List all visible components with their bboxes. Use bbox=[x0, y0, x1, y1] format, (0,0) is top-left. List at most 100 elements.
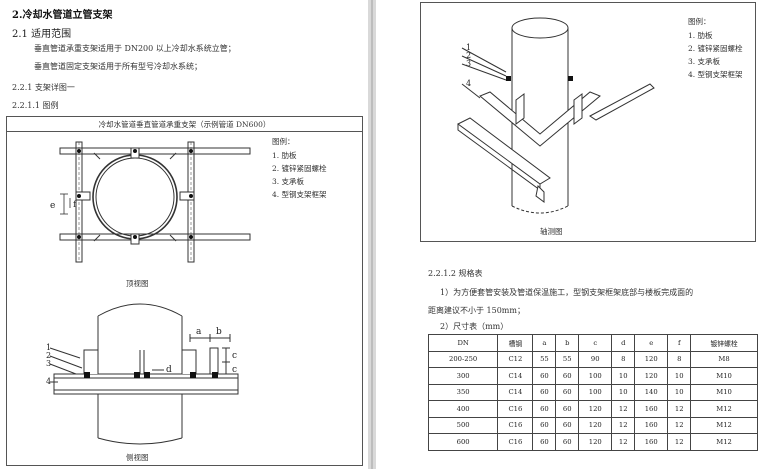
figure-frame bbox=[6, 116, 363, 466]
table-cell: 500 bbox=[427, 416, 499, 434]
table-cell: 60 bbox=[555, 433, 580, 451]
axis-callout-1: 1 bbox=[466, 43, 471, 52]
table-cell: 10 bbox=[667, 383, 692, 401]
table-header-cell: f bbox=[667, 334, 692, 352]
table-header-cell: 槽钢 bbox=[497, 334, 534, 352]
table-cell: 60 bbox=[532, 433, 557, 451]
table-header-cell: 镀锌螺栓 bbox=[690, 334, 758, 352]
table-cell: 60 bbox=[555, 367, 580, 385]
table-cell: 12 bbox=[667, 433, 692, 451]
dim-label-f: f bbox=[73, 200, 77, 209]
table-cell: 10 bbox=[667, 367, 692, 385]
table-cell: M12 bbox=[690, 400, 758, 418]
table-row: 200-250 C12 55 55 90 8 120 8 M8 bbox=[427, 350, 758, 368]
table-cell: 100 bbox=[578, 383, 613, 401]
scope-paragraph-1: 垂直管道承重支架适用于 DN200 以上冷却水系统立管； bbox=[34, 44, 236, 53]
axis-caption: 轴测图 bbox=[540, 227, 563, 236]
callout-2: 2 bbox=[46, 351, 51, 360]
axis-legend-item: 2. 镀锌紧固螺栓 bbox=[688, 44, 743, 53]
table-header-cell: DN bbox=[427, 334, 499, 352]
table-cell: 60 bbox=[555, 383, 580, 401]
dim-label-c2: c bbox=[232, 365, 237, 375]
table-row: 350 C14 60 60 100 10 140 10 M10 bbox=[427, 383, 758, 401]
table-cell: 120 bbox=[634, 367, 669, 385]
axonometric-drawing: 1 2 3 4 bbox=[457, 17, 655, 214]
top-view-caption: 顶视图 bbox=[126, 279, 149, 288]
table-cell: C16 bbox=[497, 433, 534, 451]
table-cell: 120 bbox=[578, 400, 613, 418]
axis-legend-item: 3. 支承板 bbox=[688, 57, 721, 66]
table-header-cell: c bbox=[578, 334, 613, 352]
spec-paragraph-line-1: 1）为方便套管安装及管道保温施工，型钢支架框架底部与楼板完成面的 bbox=[440, 288, 694, 297]
legend-title: 图例： bbox=[272, 137, 295, 146]
callout-4: 4 bbox=[46, 377, 51, 386]
callout-3: 3 bbox=[46, 359, 51, 368]
table-cell: 120 bbox=[578, 416, 613, 434]
page-divider bbox=[368, 0, 376, 469]
side-view-caption: 侧视图 bbox=[126, 453, 149, 462]
legend-item: 4. 型钢支架框架 bbox=[272, 190, 327, 199]
table-cell: 160 bbox=[634, 416, 669, 434]
legend-item: 2. 镀锌紧固螺栓 bbox=[272, 164, 327, 173]
dim-label-d: d bbox=[166, 365, 172, 375]
table-cell: 55 bbox=[555, 350, 580, 368]
axis-callout-4: 4 bbox=[466, 79, 471, 88]
table-cell: 300 bbox=[427, 367, 499, 385]
section-title: 2.冷却水管道立管支架 bbox=[12, 10, 113, 21]
figure-title-bar bbox=[6, 116, 363, 132]
figure-title: 冷却水管道垂直管道承重支架（示例管道 DN600） bbox=[98, 120, 271, 129]
table-cell: 100 bbox=[578, 367, 613, 385]
table-cell: 60 bbox=[532, 400, 557, 418]
dim-label-c: c bbox=[232, 351, 237, 361]
table-cell: 12 bbox=[667, 400, 692, 418]
table-cell: 12 bbox=[611, 416, 636, 434]
dim-label-e: e bbox=[50, 201, 55, 211]
table-header-cell: a bbox=[532, 334, 557, 352]
table-cell: C14 bbox=[497, 383, 534, 401]
table-header-cell: b bbox=[555, 334, 580, 352]
table-cell: M8 bbox=[690, 350, 758, 368]
table-cell: M10 bbox=[690, 383, 758, 401]
table-row: 500 C16 60 60 120 12 160 12 M12 bbox=[427, 416, 758, 434]
axis-figure-frame bbox=[420, 2, 756, 242]
table-cell: M12 bbox=[690, 433, 758, 451]
spec-paragraph-line-2: 距离建议不小于 150mm； bbox=[428, 306, 525, 315]
subsection-detail-title: 2.2.1 支架详图一 bbox=[12, 83, 75, 92]
table-cell: 60 bbox=[555, 400, 580, 418]
table-cell: 160 bbox=[634, 400, 669, 418]
table-cell: 120 bbox=[634, 350, 669, 368]
axis-callout-3: 3 bbox=[466, 59, 471, 68]
axis-legend-item: 1. 肋板 bbox=[688, 31, 713, 40]
table-cell: 160 bbox=[634, 433, 669, 451]
callout-1: 1 bbox=[46, 343, 51, 352]
axis-callout-2: 2 bbox=[466, 51, 471, 60]
table-cell: 200-250 bbox=[427, 350, 499, 368]
table-cell: 90 bbox=[578, 350, 613, 368]
table-cell: 120 bbox=[578, 433, 613, 451]
table-cell: 55 bbox=[532, 350, 557, 368]
axis-legend-title: 图例： bbox=[688, 17, 711, 26]
table-header-row: DN 槽钢 a b c d e f 镀锌螺栓 bbox=[427, 334, 758, 352]
legend-item: 3. 支承板 bbox=[272, 177, 305, 186]
table-cell: 350 bbox=[427, 383, 499, 401]
table-cell: 60 bbox=[532, 367, 557, 385]
table-cell: 140 bbox=[634, 383, 669, 401]
table-cell: 12 bbox=[611, 433, 636, 451]
table-cell: 8 bbox=[667, 350, 692, 368]
table-cell: C12 bbox=[497, 350, 534, 368]
table-cell: 12 bbox=[611, 400, 636, 418]
table-caption: 2）尺寸表（mm） bbox=[440, 322, 509, 331]
table-header-cell: d bbox=[611, 334, 636, 352]
table-row: 600 C16 60 60 120 12 160 12 M12 bbox=[427, 433, 758, 451]
top-view-drawing: e f bbox=[50, 141, 251, 263]
table-cell: M10 bbox=[690, 367, 758, 385]
table-cell: 600 bbox=[427, 433, 499, 451]
scope-paragraph-2: 垂直管道固定支架适用于所有型号冷却水系统； bbox=[34, 62, 202, 71]
subsection-title: 2.1 适用范围 bbox=[12, 29, 72, 40]
size-table: DN 槽钢 a b c d e f 镀锌螺栓 200-250 C12 55 55… bbox=[427, 334, 758, 451]
table-cell: 60 bbox=[532, 383, 557, 401]
table-cell: C16 bbox=[497, 400, 534, 418]
table-cell: 8 bbox=[611, 350, 636, 368]
table-cell: 60 bbox=[555, 416, 580, 434]
table-row: 400 C16 60 60 120 12 160 12 M12 bbox=[427, 400, 758, 418]
